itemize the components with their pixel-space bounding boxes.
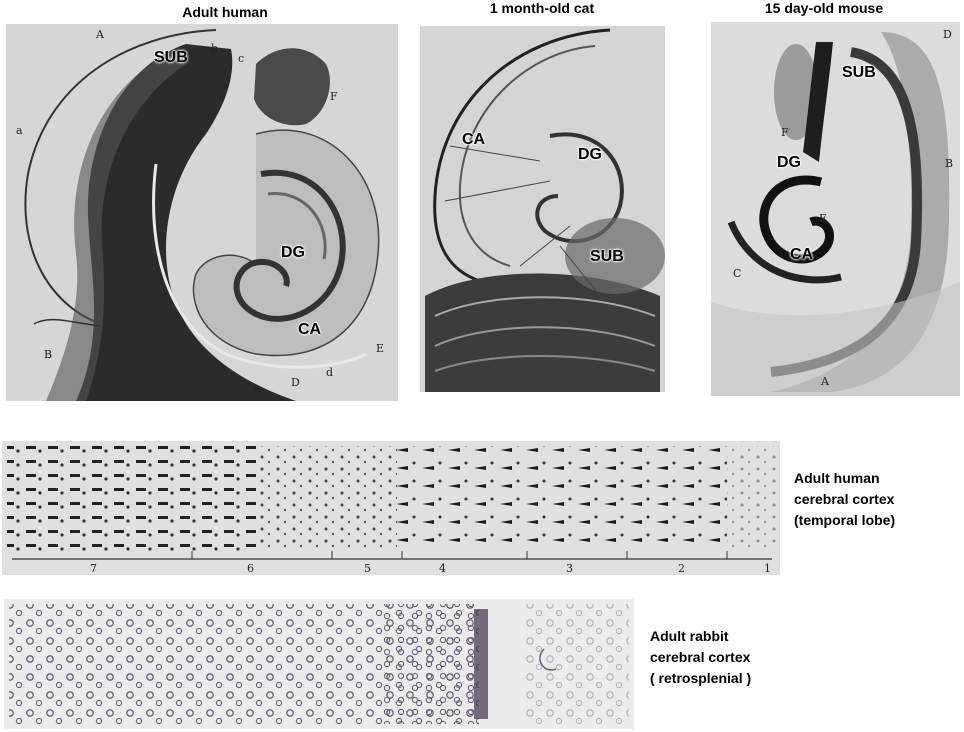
human-cortex-caption: Adult human cerebral cortex (temporal lo…: [794, 468, 895, 531]
letter-B: B: [44, 348, 52, 361]
letter-A: A: [95, 28, 105, 41]
human-cortex-illustration: 7 6 5 4 3 2 1: [7, 446, 777, 575]
mouse-hippocampus-drawing: D F B E C A SUB DG CA: [711, 22, 960, 396]
rabbit-cortex-caption-line-3: ( retrosplenial ): [650, 670, 752, 686]
mouse-dg-label: DG: [777, 154, 801, 171]
mouse-letter-E: E: [819, 212, 827, 225]
rabbit-cortex-drawing: [4, 599, 634, 729]
cat-ca-label: CA: [462, 131, 486, 148]
letter-D: D: [291, 376, 300, 389]
mouse-sub-label: SUB: [842, 64, 876, 81]
letter-E: E: [376, 342, 384, 355]
mouse-ca-label: CA: [790, 246, 814, 263]
cat-dg-label: DG: [578, 146, 602, 163]
mouse-letter-A: A: [820, 375, 830, 388]
rabbit-cortex-caption-line-1: Adult rabbit: [650, 628, 729, 644]
human-ca-label: CA: [298, 321, 322, 338]
rabbit-cortex-caption-line-2: cerebral cortex: [650, 649, 751, 665]
human-hippocampus-title: Adult human: [182, 4, 268, 20]
cat-hippocampus-illustration: [425, 28, 665, 392]
letter-a: a: [16, 124, 23, 137]
cat-hippocampus-title: 1 month-old cat: [489, 0, 595, 16]
letter-b: b: [211, 42, 218, 55]
mouse-letter-C: C: [733, 267, 741, 280]
layer-5: 5: [364, 562, 371, 575]
layer-4: 4: [439, 562, 446, 575]
mouse-letter-B: B: [945, 157, 953, 170]
layer-7: 7: [90, 562, 97, 575]
human-hippocampus-illustration: A a b c F B E e D d: [16, 28, 384, 401]
human-hippocampus-drawing: A a b c F B E e D d SUB DG CA: [6, 24, 398, 401]
mouse-hippocampus-title: 15 day-old mouse: [764, 0, 884, 16]
mouse-letter-F: F: [781, 126, 789, 139]
human-cortex-caption-line-1: Adult human: [794, 470, 880, 486]
cat-sub-label: SUB: [590, 248, 624, 265]
human-sub-label: SUB: [154, 49, 188, 66]
layer-2: 2: [678, 562, 685, 575]
layer-6: 6: [247, 562, 254, 575]
mouse-letter-D: D: [943, 28, 952, 41]
letter-d: d: [326, 366, 333, 379]
human-cortex-drawing: 7 6 5 4 3 2 1: [2, 441, 780, 575]
mouse-hippocampus-illustration: D F B E C A: [711, 28, 960, 396]
letter-e: e: [254, 382, 261, 395]
human-dg-label: DG: [281, 244, 305, 261]
human-cortex-caption-line-3: (temporal lobe): [794, 512, 896, 528]
rabbit-cortex-caption: Adult rabbit cerebral cortex ( retrosple…: [650, 626, 751, 689]
cat-hippocampus-drawing: CA DG SUB: [420, 26, 665, 392]
letter-c: c: [238, 52, 244, 65]
human-cortex-caption-line-2: cerebral cortex: [794, 491, 895, 507]
layer-1: 1: [764, 562, 771, 575]
layer-3: 3: [566, 562, 573, 575]
letter-F: F: [330, 90, 338, 103]
rabbit-cortex-illustration: [9, 604, 629, 724]
